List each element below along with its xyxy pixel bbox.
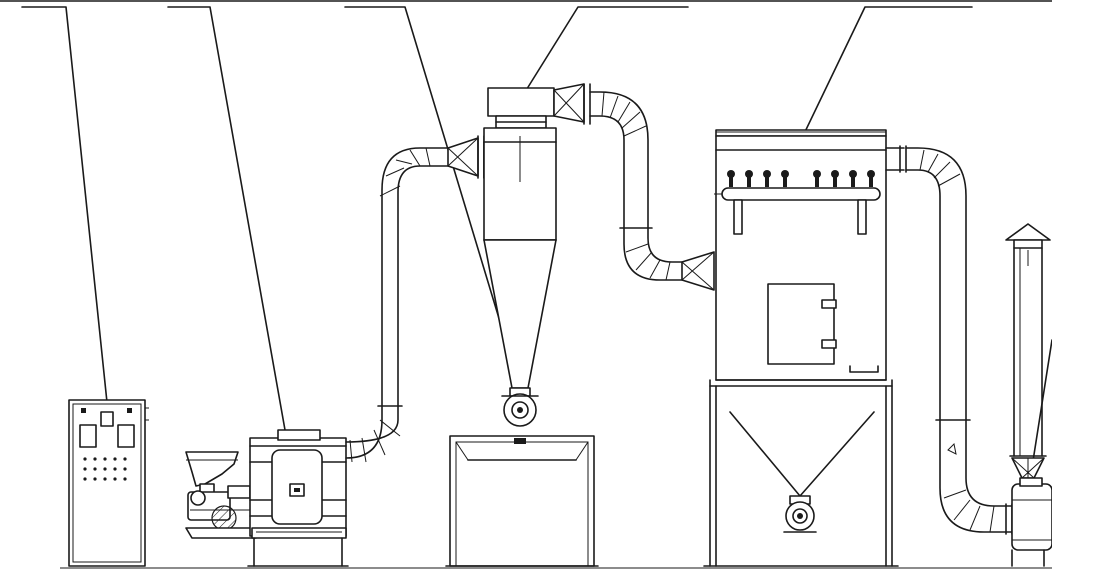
leader-lines [21,6,1053,493]
cyclone-outlet-box [487,87,555,117]
leader-line-cyclone [344,6,521,389]
chimney-fan [1005,223,1053,567]
air-duct-collector-to-fan [885,145,1013,535]
access-door [767,283,835,365]
meter-center [100,411,114,427]
meter-left [79,424,97,448]
air-duct-mill-to-cyclone [345,135,485,463]
cyclone-stand [449,435,595,567]
button-grid [83,457,127,481]
pulse-valves [727,170,875,187]
pulse-dust-collector [703,129,899,567]
air-header [721,187,881,201]
grinding-mill [185,429,349,567]
right-margin [1052,0,1100,577]
meter-right [117,424,135,448]
leader-line-dust-collector [801,6,973,139]
leader-line-air-duct [519,6,689,101]
leader-line-control-cabinet [21,6,109,413]
leader-line-grinding-mill [167,6,297,493]
feed-hopper [185,451,239,487]
air-duct-cyclone-to-collector [553,83,715,291]
chimney-cap [1005,223,1051,241]
control-cabinet [68,399,149,567]
cyclone-cone [483,239,557,389]
cyclone-separator [445,87,599,567]
